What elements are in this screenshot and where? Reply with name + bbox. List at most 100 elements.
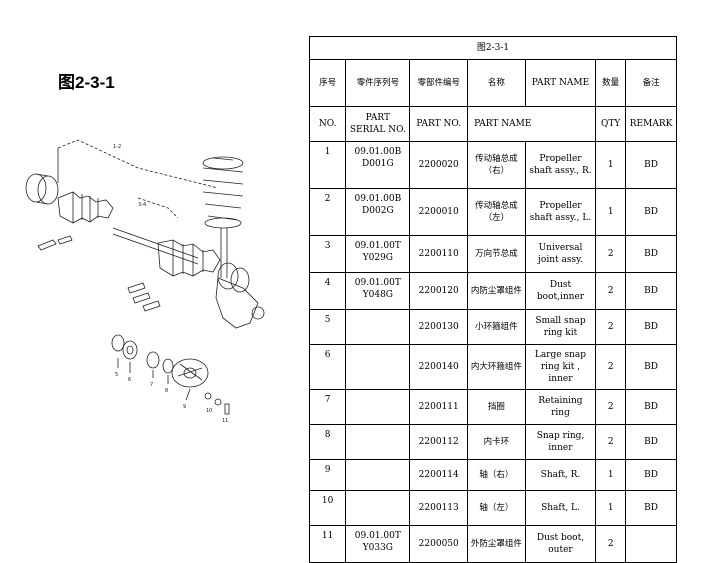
row-qty: 2 xyxy=(595,272,627,310)
row-name-cn: 轴（左） xyxy=(467,490,526,526)
row-serial xyxy=(345,389,411,425)
exploded-diagram: 1-2 3-4 5 6 7 8 9 10 11 xyxy=(25,139,265,424)
row-no: 7 xyxy=(308,389,347,425)
row-remark: BD xyxy=(625,309,677,345)
header-serial-cn: 零件序列号 xyxy=(345,59,411,107)
row-no: 11 xyxy=(308,525,347,563)
row-remark: BD xyxy=(625,459,677,491)
row-qty: 2 xyxy=(595,424,627,460)
row-no: 3 xyxy=(308,235,347,273)
callout-6: 6 xyxy=(128,377,131,383)
row-part-no: 2200130 xyxy=(409,309,469,345)
row-qty: 1 xyxy=(595,141,627,189)
row-qty: 2 xyxy=(595,344,627,390)
row-serial: 09.01.00T Y048G xyxy=(345,272,411,310)
row-name-en: Shaft, R. xyxy=(524,459,597,491)
row-name-cn: 内卡环 xyxy=(467,424,526,460)
row-name-en: Snap ring, inner xyxy=(524,424,597,460)
row-name-en: Propeller shaft assy., R. xyxy=(524,141,597,189)
row-remark: BD xyxy=(625,389,677,425)
row-name-cn: 小环箍组件 xyxy=(467,309,526,345)
row-name-en: Dust boot, outer xyxy=(524,525,597,563)
callout-5: 5 xyxy=(115,372,118,378)
row-serial xyxy=(345,424,411,460)
row-serial: 09.01.00T Y033G xyxy=(345,525,411,563)
row-no: 9 xyxy=(308,459,347,491)
row-part-no: 2200120 xyxy=(409,272,469,310)
row-name-en: Dust boot,inner xyxy=(524,272,597,310)
header-no-en: NO. xyxy=(308,106,347,142)
row-part-no: 2200111 xyxy=(409,389,469,425)
callout-8: 8 xyxy=(165,388,168,394)
row-part-no: 2200020 xyxy=(409,141,469,189)
callout-1-2: 1-2 xyxy=(113,144,121,150)
row-qty: 2 xyxy=(595,235,627,273)
row-name-en: Propeller shaft assy., L. xyxy=(524,188,597,236)
row-name-en: Universal joint assy. xyxy=(524,235,597,273)
header-partno-cn: 零部件编号 xyxy=(409,59,469,107)
row-no: 5 xyxy=(308,309,347,345)
row-name-en: Large snap ring kit , inner xyxy=(524,344,597,390)
row-qty: 1 xyxy=(595,459,627,491)
header-name-cn: 名称 xyxy=(467,59,526,107)
row-qty: 2 xyxy=(595,525,627,563)
row-name-cn: 外防尘罩组件 xyxy=(467,525,526,563)
row-qty: 1 xyxy=(595,490,627,526)
row-qty: 2 xyxy=(595,389,627,425)
parts-table: 图2-3-1 序号 零件序列号 零部件编号 名称 PART NAME 数量 备注… xyxy=(308,36,677,563)
row-serial: 09.01.00B D002G xyxy=(345,188,411,236)
row-no: 1 xyxy=(308,141,347,189)
row-name-en: Shaft, L. xyxy=(524,490,597,526)
callout-3-4: 3-4 xyxy=(138,202,146,208)
row-no: 10 xyxy=(308,490,347,526)
callout-7: 7 xyxy=(150,382,153,388)
header-partname-en: PART NAME xyxy=(524,59,597,107)
header-serial-en: PART SERIAL NO. xyxy=(345,106,411,142)
row-no: 2 xyxy=(308,188,347,236)
row-remark: BD xyxy=(625,424,677,460)
row-no: 6 xyxy=(308,344,347,390)
row-remark: BD xyxy=(625,344,677,390)
header-partno-en: PART NO. xyxy=(409,106,469,142)
row-remark: BD xyxy=(625,490,677,526)
row-serial xyxy=(345,459,411,491)
row-remark xyxy=(625,525,677,563)
header-name-en: PART NAME xyxy=(467,106,597,142)
callout-9: 9 xyxy=(183,404,186,410)
row-name-cn: 内大环箍组件 xyxy=(467,344,526,390)
row-part-no: 2200010 xyxy=(409,188,469,236)
header-remark-en: REMARK xyxy=(625,106,677,142)
row-part-no: 2200112 xyxy=(409,424,469,460)
row-serial xyxy=(345,309,411,345)
row-no: 8 xyxy=(308,424,347,460)
row-qty: 2 xyxy=(595,309,627,345)
header-no-cn: 序号 xyxy=(308,59,347,107)
row-serial: 09.01.00B D001G xyxy=(345,141,411,189)
row-no: 4 xyxy=(308,272,347,310)
row-serial xyxy=(345,490,411,526)
row-part-no: 2200114 xyxy=(409,459,469,491)
callout-10: 10 xyxy=(206,408,212,414)
row-name-cn: 万向节总成 xyxy=(467,235,526,273)
row-remark: BD xyxy=(625,141,677,189)
row-remark: BD xyxy=(625,272,677,310)
header-qty-cn: 数量 xyxy=(595,59,627,107)
table-caption: 图2-3-1 xyxy=(309,36,677,60)
row-remark: BD xyxy=(625,235,677,273)
row-serial xyxy=(345,344,411,390)
row-qty: 1 xyxy=(595,188,627,236)
row-remark: BD xyxy=(625,188,677,236)
row-name-cn: 内防尘罩组件 xyxy=(467,272,526,310)
row-name-cn: 传动轴总成（左） xyxy=(467,188,526,236)
row-name-cn: 传动轴总成（右） xyxy=(467,141,526,189)
